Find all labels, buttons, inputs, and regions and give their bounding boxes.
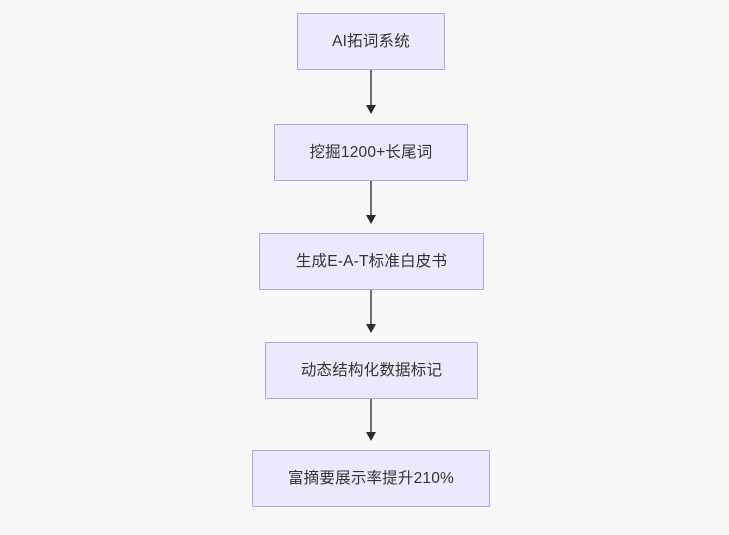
flowchart-node-label: 动态结构化数据标记: [300, 361, 443, 379]
arrowhead-icon: [366, 432, 376, 441]
flowchart-edge-2: [366, 181, 376, 224]
flowchart-node-dynamic-structured-data-markup[interactable]: 动态结构化数据标记: [265, 342, 478, 399]
arrowhead-icon: [366, 215, 376, 224]
flowchart-node-label: AI拓词系统: [332, 32, 410, 50]
edge-line: [370, 399, 372, 433]
flowchart-edge-1: [366, 70, 376, 114]
edge-line: [370, 70, 372, 106]
flowchart-node-label: 生成E-A-T标准白皮书: [295, 252, 448, 270]
flowchart-node-ai-keyword-system[interactable]: AI拓词系统: [297, 13, 445, 70]
flowchart-node-label: 富摘要展示率提升210%: [287, 469, 455, 487]
edge-line: [370, 290, 372, 325]
flowchart-edge-4: [366, 399, 376, 441]
arrowhead-icon: [366, 324, 376, 333]
arrowhead-icon: [366, 105, 376, 114]
flowchart-node-generate-eat-whitepaper[interactable]: 生成E-A-T标准白皮书: [259, 233, 484, 290]
edge-line: [370, 181, 372, 216]
flowchart-edge-3: [366, 290, 376, 333]
flowchart-node-label: 挖掘1200+长尾词: [309, 143, 433, 161]
flowchart-node-rich-snippet-impression-uplift[interactable]: 富摘要展示率提升210%: [252, 450, 490, 507]
flowchart-node-mine-longtail-keywords[interactable]: 挖掘1200+长尾词: [274, 124, 468, 181]
